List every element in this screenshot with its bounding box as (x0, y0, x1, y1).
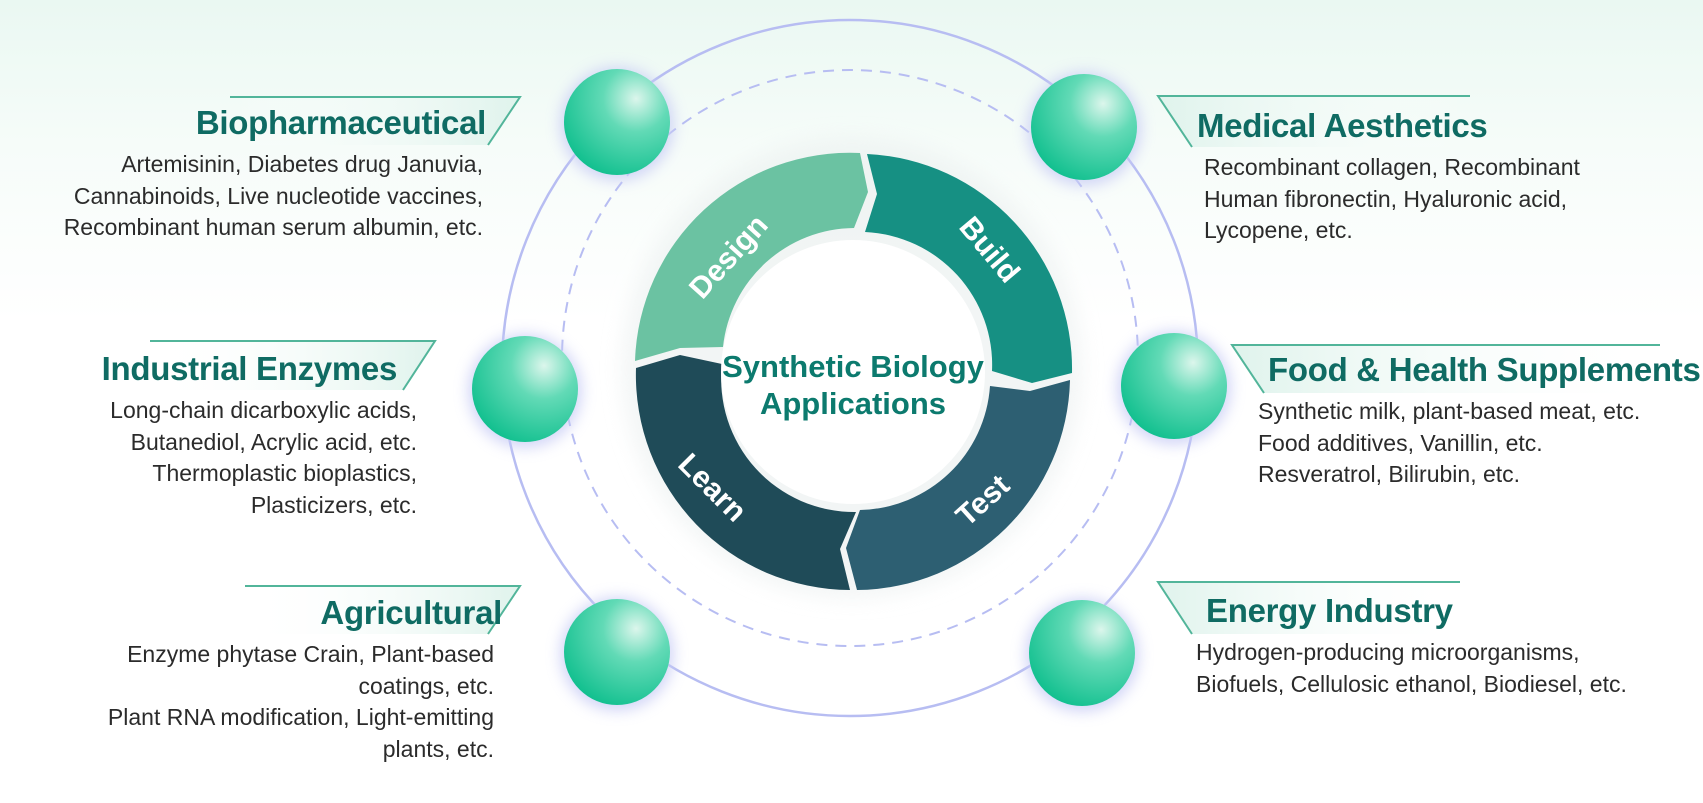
tag-ribbon-edge-agricultural (245, 585, 522, 635)
category-title: Industrial Enzymes (101, 350, 398, 387)
description-line: Thermoplastic bioplastics, (152, 460, 417, 486)
description-line: Recombinant collagen, Recombinant (1204, 154, 1580, 180)
description-line: Artemisinin, Diabetes drug Januvia, (121, 151, 483, 177)
cycle-center-disc (721, 240, 985, 504)
category-title: Biopharmaceutical (195, 104, 486, 141)
category-description: Artemisinin, Diabetes drug Januvia, Cann… (64, 149, 483, 244)
tag-ribbon-edge-medical-aesthetics (1156, 95, 1470, 148)
category-food-health-supplements: Food & Health Supplements Synthetic milk… (1258, 350, 1701, 491)
description-line: Hydrogen-producing microorganisms, (1196, 639, 1580, 665)
description-line: Biofuels, Cellulosic ethanol, Biodiesel,… (1196, 670, 1627, 697)
description-line: Human fibronectin, Hyaluronic acid, (1204, 185, 1568, 212)
center-title: Synthetic Biology Applications (706, 348, 1000, 422)
orbit-node-energy-industry (1025, 598, 1139, 712)
cycle-segment-build (865, 154, 1073, 383)
description-line: Plasticizers, etc. (250, 491, 417, 518)
cycle-segment-test (846, 380, 1070, 590)
category-description: Long-chain dicarboxylic acids, Butanedio… (102, 395, 417, 521)
category-description: Recombinant collagen, Recombinant Human … (1204, 152, 1580, 247)
category-energy-industry: Energy Industry Hydrogen-producing micro… (1196, 591, 1627, 700)
tag-ribbon-edge-industrial-enzymes (150, 340, 437, 391)
description-line: Synthetic milk, plant-based meat, etc. (1258, 398, 1641, 424)
tag-ribbon-biopharmaceutical (230, 97, 520, 145)
category-medical-aesthetics: Medical Aesthetics Recombinant collagen,… (1197, 106, 1580, 247)
cycle-segment-design (635, 152, 868, 361)
tag-ribbon-medical-aesthetics (1158, 96, 1470, 147)
category-title: Agricultural (320, 594, 502, 631)
category-industrial-enzymes: Industrial Enzymes Long-chain dicarboxyl… (102, 349, 417, 521)
category-description: Synthetic milk, plant-based meat, etc. F… (1258, 396, 1701, 491)
description-line: Recombinant human serum albumin, etc. (63, 214, 483, 240)
description-line: Plant RNA modification, Light-emitting (107, 704, 494, 730)
cycle-segment-learn (635, 355, 856, 590)
orbit-node-food-health (1117, 331, 1231, 445)
category-title: Food & Health Supplements (1268, 351, 1701, 388)
tag-ribbon-edge-biopharmaceutical (230, 96, 522, 146)
description-line: Enzyme phytase Crain, Plant-based (127, 641, 494, 667)
tag-ribbon-edge-food-health (1230, 344, 1660, 394)
description-line: Long-chain dicarboxylic acids, (110, 397, 417, 423)
description-line: plants, etc. (382, 735, 494, 762)
description-line: Resveratrol, Bilirubin, etc. (1258, 461, 1521, 487)
category-title: Energy Industry (1206, 592, 1453, 629)
category-agricultural: Agricultural Enzyme phytase Crain, Plant… (108, 593, 502, 765)
description-line: Lycopene, etc. (1204, 217, 1353, 243)
tag-ribbon-industrial-enzymes (150, 341, 435, 390)
tag-ribbon-food-health (1232, 345, 1660, 393)
tag-ribbon-agricultural (245, 586, 520, 634)
tag-ribbon-edge-energy-industry (1156, 581, 1460, 635)
category-description: Enzyme phytase Crain, Plant-based coatin… (108, 639, 494, 765)
description-line: Butanediol, Acrylic acid, etc. (130, 428, 417, 455)
tag-ribbon-energy-industry (1158, 582, 1460, 634)
orbit-node-medical-aesthetics (1027, 72, 1141, 186)
orbit-node-biopharmaceutical (560, 67, 674, 181)
orbit-node-agricultural (560, 597, 674, 711)
category-description: Hydrogen-producing microorganisms, Biofu… (1196, 637, 1627, 700)
category-title: Medical Aesthetics (1197, 107, 1488, 144)
description-line: coatings, etc. (358, 672, 494, 699)
category-biopharmaceutical: Biopharmaceutical Artemisinin, Diabetes … (64, 103, 487, 244)
orbit-node-industrial-enzymes (468, 334, 582, 448)
center-title-line-2: Applications (759, 386, 946, 421)
description-line: Cannabinoids, Live nucleotide vaccines, (73, 182, 483, 209)
center-title-line-1: Synthetic Biology (722, 349, 984, 384)
description-line: Food additives, Vanillin, etc. (1258, 429, 1543, 456)
